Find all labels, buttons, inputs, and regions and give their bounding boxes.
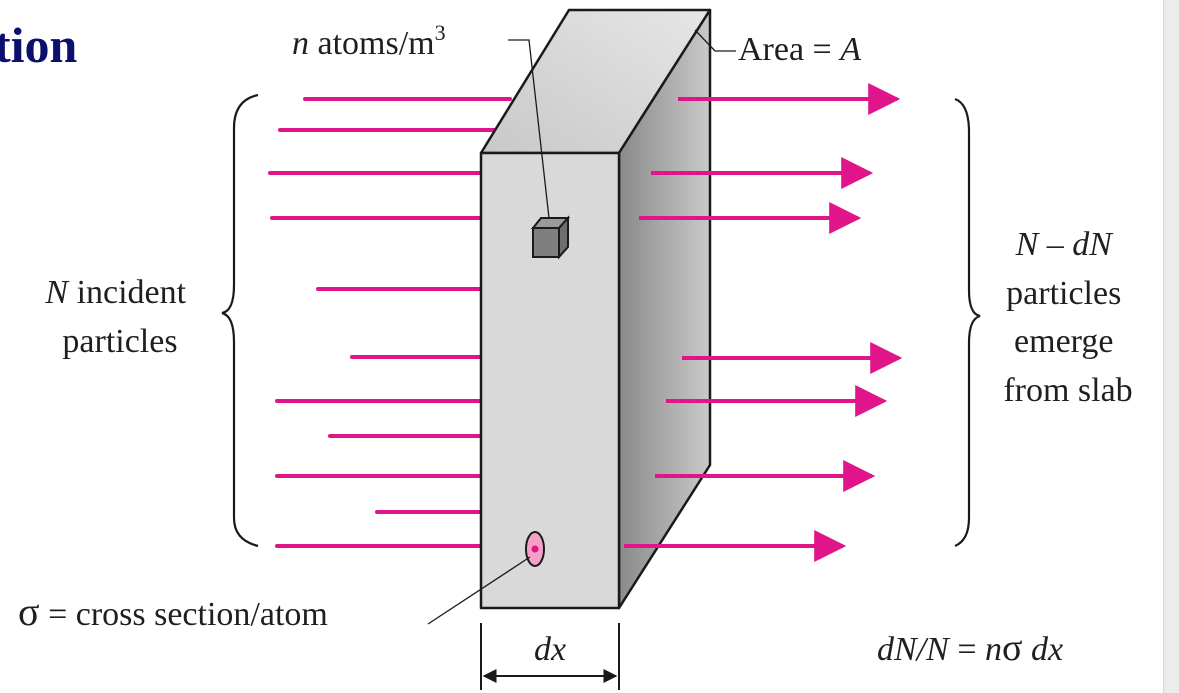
density-label: n atoms/m3 bbox=[292, 20, 446, 62]
incident-particles-label: N incident particles bbox=[44, 274, 194, 360]
emerging-beams bbox=[624, 83, 903, 562]
cross-section-label: σ = cross section/atom bbox=[18, 589, 328, 634]
slab bbox=[479, 8, 712, 610]
emerging-particles-label: N – dN particles emerge from slab bbox=[1003, 226, 1132, 409]
thickness-label: dx bbox=[534, 631, 566, 668]
cross-section-leader-line bbox=[427, 556, 531, 625]
cross-section-ellipse bbox=[525, 531, 545, 567]
area-leader-line bbox=[694, 29, 736, 52]
attenuation-equation: dN/N = nσ dx bbox=[877, 627, 1063, 669]
incident-brace bbox=[221, 93, 259, 548]
thickness-dimension bbox=[480, 623, 620, 690]
incident-beams bbox=[268, 97, 512, 548]
area-label: Area = A bbox=[738, 31, 861, 68]
slide-title-fragment: tion bbox=[0, 17, 78, 73]
unit-volume-cube bbox=[530, 215, 571, 260]
page-edge-strip bbox=[1163, 0, 1179, 693]
emerging-brace bbox=[954, 97, 981, 548]
density-leader-line bbox=[508, 39, 550, 219]
